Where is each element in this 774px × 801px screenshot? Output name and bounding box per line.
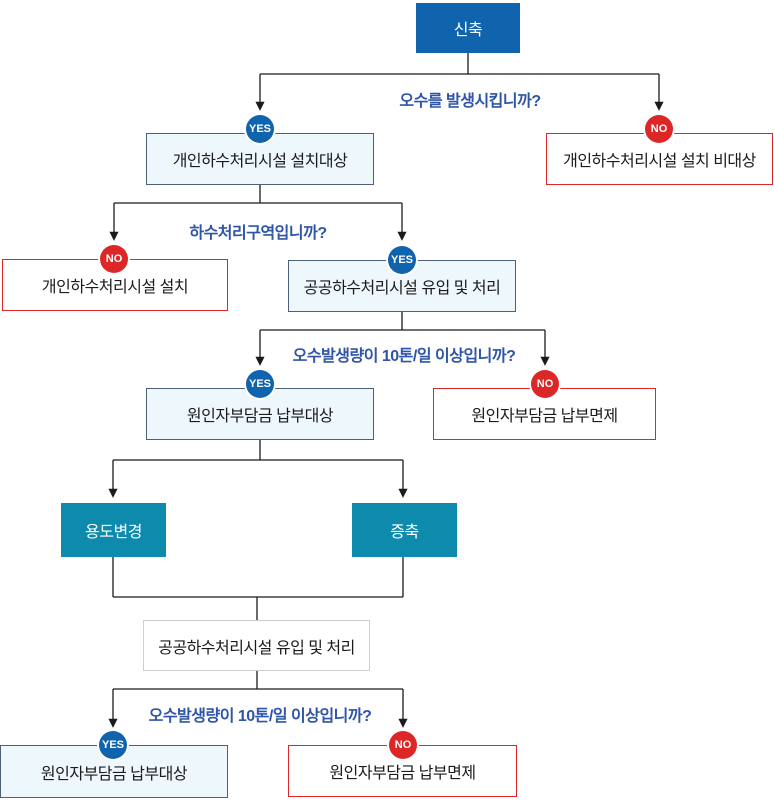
question-sewage-generated: 오수를 발생시킵니까? [399,93,541,110]
yes-badge: YES [99,731,127,759]
question-sewage-district: 하수처리구역입니까? [189,225,327,242]
question-sewage-volume-2: 오수발생량이 10톤/일 이상입니까? [148,708,372,725]
no-badge: NO [531,370,559,398]
yes-badge: YES [388,246,416,274]
no-badge: NO [389,731,417,759]
question-sewage-volume-1: 오수발생량이 10톤/일 이상입니까? [292,348,516,365]
node-public-treatment-inflow: 공공하수처리시설 유입 및 처리 [288,260,516,312]
node-public-treatment-inflow-2: 공공하수처리시설 유입 및 처리 [143,620,370,671]
node-extension: 증축 [352,503,457,557]
yes-badge: YES [246,370,274,398]
node-charge-payable-2: 원인자부담금 납부대상 [0,745,228,798]
no-badge: NO [645,115,673,143]
node-new-construction: 신축 [416,3,520,53]
yes-badge: YES [246,115,274,143]
no-badge: NO [100,245,128,273]
node-use-change: 용도변경 [61,503,166,557]
